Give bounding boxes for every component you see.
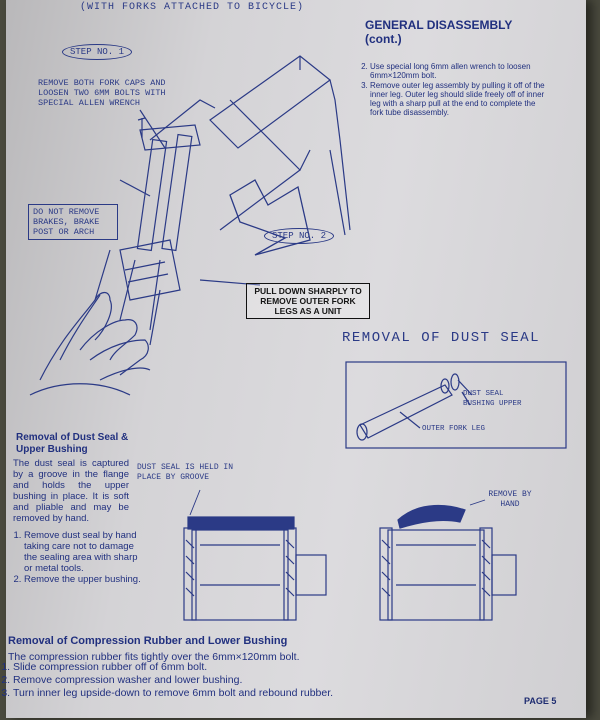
compression-body: The compression rubber fits tightly over… [8, 651, 300, 663]
list-item: Remove dust seal by hand taking care not… [24, 530, 144, 574]
general-steps-list: Use special long 6mm allen wrench to loo… [356, 62, 550, 118]
list-item: Use special long 6mm allen wrench to loo… [370, 62, 550, 80]
outer-leg-diagram [345, 361, 567, 449]
step-1-label: STEP NO. 1 [62, 44, 133, 60]
title-main: GENERAL DISASSEMBLY [365, 18, 513, 32]
page-number: PAGE 5 [524, 696, 557, 706]
page-title: GENERAL DISASSEMBLY (cont.) [365, 18, 545, 46]
hands-drawing [29, 291, 151, 396]
list-item: Remove the upper bushing. [24, 574, 144, 585]
dust-seal-steps: Remove dust seal by hand taking care not… [8, 530, 144, 585]
compression-steps: Slide compression rubber off of 6mm bolt… [0, 661, 333, 700]
title-cont: (cont.) [365, 32, 402, 46]
compression-heading: Removal of Compression Rubber and Lower … [8, 635, 288, 647]
label-upper-bushing: DUST SEAL BUSHING UPPER [463, 390, 522, 408]
label-remove-by-hand: REMOVE BY HAND [488, 490, 532, 509]
step-2-label: STEP NO. 2 [264, 228, 335, 244]
pull-down-note: PULL DOWN SHARPLY TO REMOVE OUTER FORK L… [246, 283, 370, 319]
top-caption: (WITH FORKS ATTACHED TO BICYCLE) [80, 2, 305, 13]
dust-seal-body: The dust seal is captured by a groove in… [13, 458, 129, 524]
cross-section-left [183, 489, 327, 621]
label-outer-fork-leg: OUTER FORK LEG [422, 425, 486, 433]
list-item: Remove outer leg assembly by pulling it … [370, 81, 550, 117]
brakes-note: DO NOT REMOVE BRAKES, BRAKE POST OR ARCH [28, 204, 118, 240]
label-groove: DUST SEAL IS HELD IN PLACE BY GROOVE [137, 463, 234, 482]
dust-seal-heading: Removal of Dust Seal & Upper Bushing [16, 432, 129, 455]
cross-section-right [379, 499, 517, 621]
bicycle-frame-drawing [149, 55, 351, 236]
list-item: Turn inner leg upside-down to remove 6mm… [13, 687, 333, 700]
dust-seal-diagram-title: REMOVAL OF DUST SEAL [342, 330, 541, 346]
list-item: Remove compression washer and lower bush… [13, 674, 333, 687]
list-item: Slide compression rubber off of 6mm bolt… [13, 661, 333, 674]
fork-caps-note: REMOVE BOTH FORK CAPS AND LOOSEN TWO 6MM… [38, 78, 166, 108]
